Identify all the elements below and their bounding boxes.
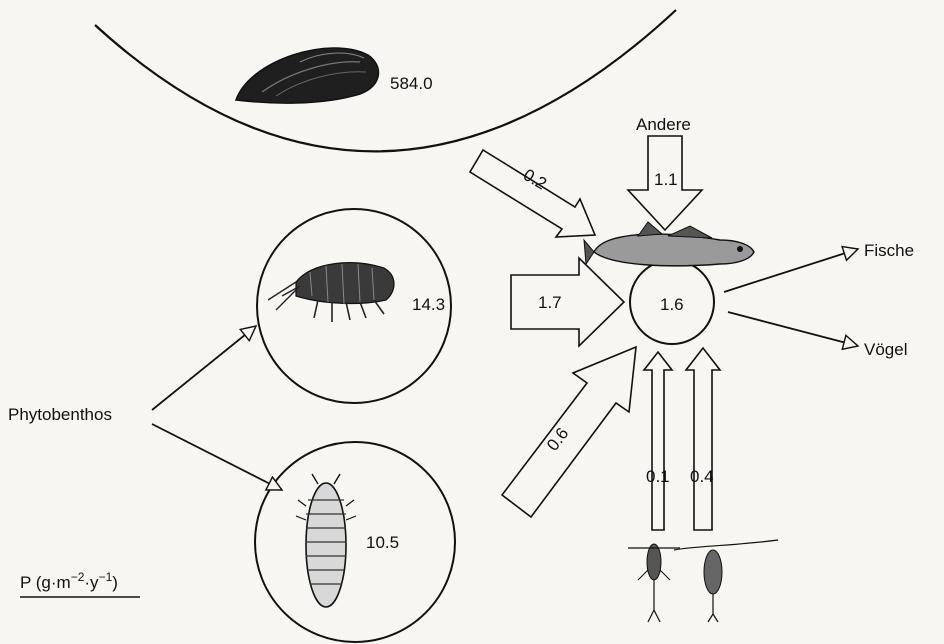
amphipod-icon <box>268 263 394 322</box>
primary-producer-label: Phytobenthos <box>8 405 112 424</box>
flow-arrow-isopod-to-fish <box>502 347 636 517</box>
unit-middle: ·y <box>84 573 99 592</box>
unit-exp2: −1 <box>99 570 113 584</box>
bird-predators-label: Vögel <box>864 340 907 359</box>
fish-value: 1.6 <box>660 295 684 314</box>
arrow-fish-to-bird-predators <box>728 312 858 346</box>
isopod-icon <box>296 474 356 607</box>
unit-prefix: P (g·m <box>20 573 71 592</box>
flow-arrow-amphipod-to-fish <box>511 258 624 346</box>
mussel-icon <box>236 48 378 103</box>
arrow-phytobenthos-to-isopod <box>152 424 282 490</box>
flow-arrow-mussels-to-fish <box>470 150 595 237</box>
goby-fish-icon <box>584 222 754 266</box>
mussel-compartment-arc <box>95 10 676 151</box>
flow-value-copepod2-to-fish: 0.4 <box>690 467 714 486</box>
unit-suffix: ) <box>112 573 118 592</box>
flow-value-other-to-fish: 1.1 <box>654 170 678 189</box>
flow-value-amphipod-to-fish: 1.7 <box>538 293 562 312</box>
isopod-compartment <box>255 442 455 642</box>
unit-label: P (g·m−2·y−1) <box>20 570 118 592</box>
copepod-icon <box>628 544 680 622</box>
other-source-label: Andere <box>636 115 691 134</box>
arrow-phytobenthos-to-amphipod <box>152 326 256 410</box>
flow-arrow-copepod1-to-fish <box>644 352 672 530</box>
flow-arrow-copepod2-to-fish <box>686 348 720 530</box>
mussel-value: 584.0 <box>390 74 433 93</box>
unit-exp1: −2 <box>71 570 85 584</box>
isopod-value: 10.5 <box>366 533 399 552</box>
amphipod-value: 14.3 <box>412 295 445 314</box>
flow-value-copepod1-to-fish: 0.1 <box>646 467 670 486</box>
fish-predators-label: Fische <box>864 241 914 260</box>
copepod-icon <box>674 540 778 622</box>
